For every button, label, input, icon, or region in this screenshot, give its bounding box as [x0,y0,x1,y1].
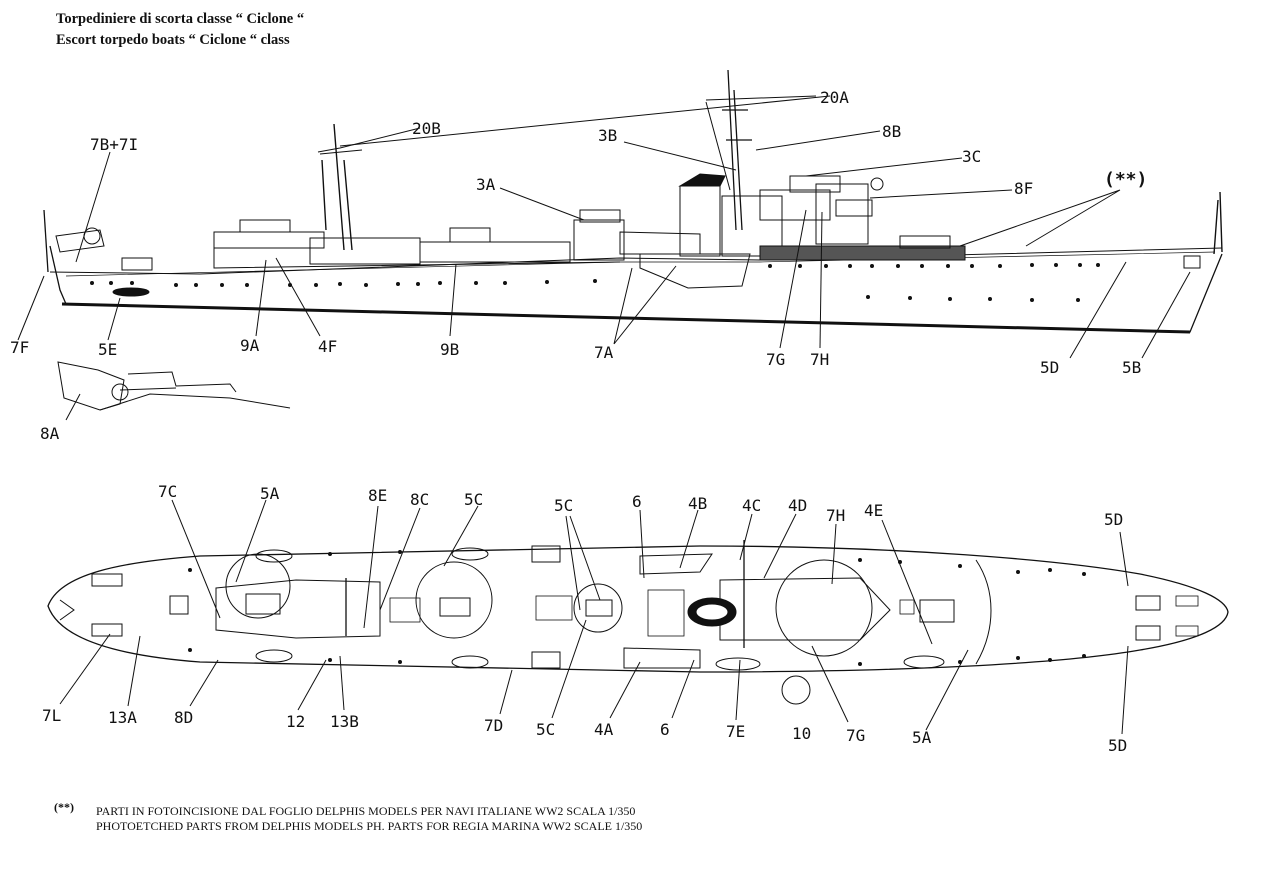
label-4f: 4F [318,337,338,356]
label-7e: 7E [726,722,746,741]
title-italian: Torpediniere di scorta classe “ Ciclone … [56,11,305,27]
label-7h-plan: 7H [826,506,846,525]
label-8c: 8C [410,490,430,509]
label-5e: 5E [98,340,118,359]
label-7f: 7F [10,338,30,357]
profile-view [17,69,1223,421]
label-7h: 7H [810,350,830,369]
label-7l: 7L [42,706,62,725]
label-5d-upper: 5D [1104,510,1124,529]
label-5c-lower: 5C [536,720,556,739]
label-8f: 8F [1014,179,1034,198]
label-4d: 4D [788,496,808,515]
label-8b: 8B [882,122,902,141]
label-8e: 8E [368,486,388,505]
portholes [90,263,1100,302]
title-english: Escort torpedo boats “ Ciclone “ class [56,32,290,48]
label-7d: 7D [484,716,504,735]
label-8d: 8D [174,708,194,727]
label-5a-lower: 5A [912,728,932,747]
label-5d-lower: 5D [1108,736,1128,755]
label-4b: 4B [688,494,708,513]
label-12: 12 [286,712,306,731]
label-10: 10 [792,724,812,743]
label-5c: 5C [464,490,484,509]
label-6-lower: 6 [660,720,670,739]
footnote-italian: PARTI IN FOTOINCISIONE DAL FOGLIO DELPHI… [96,804,636,818]
label-5c-upper: 5C [554,496,574,515]
label-7g-plan: 7G [846,726,866,745]
label-9a: 9A [240,336,260,355]
label-9b: 9B [440,340,460,359]
label-3c: 3C [962,147,982,166]
label-20b: 20B [412,119,441,138]
label-20a: 20A [820,88,849,107]
label-5b: 5B [1122,358,1142,377]
label-7g: 7G [766,350,786,369]
footnote-mark: (**) [54,800,74,814]
label-4e: 4E [864,501,884,520]
label-13b: 13B [330,712,359,731]
label-6-upper: 6 [632,492,642,511]
label-4a: 4A [594,720,614,739]
label-7b-7i: 7B+7I [90,135,139,154]
footnote-english: PHOTOETCHED PARTS FROM DELPHIS MODELS PH… [96,819,643,833]
plan-view [47,499,1229,735]
label-8a: 8A [40,424,60,443]
label-3a: 3A [476,175,496,194]
label-7c: 7C [158,482,178,501]
label-5a: 5A [260,484,280,503]
label-7a: 7A [594,343,614,362]
label-3b: 3B [598,126,618,145]
label-5d: 5D [1040,358,1060,377]
label-4c: 4C [742,496,762,515]
label-photoetched-mark: (**) [1104,169,1148,190]
label-13a: 13A [108,708,137,727]
